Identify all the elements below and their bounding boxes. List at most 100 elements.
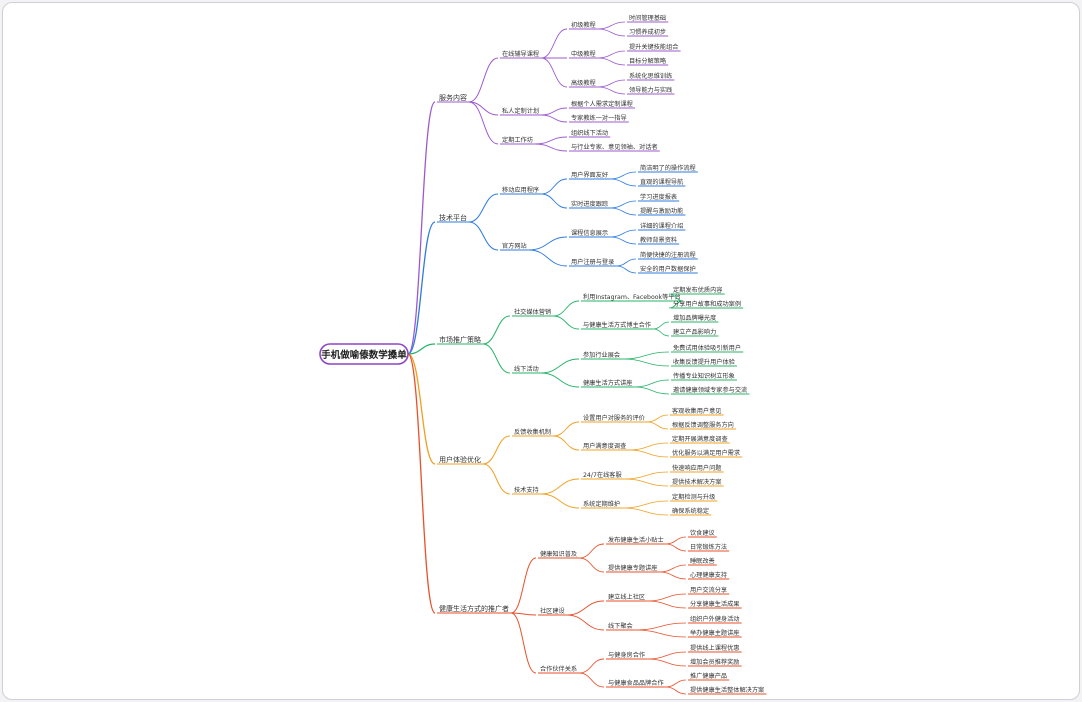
branch-node[interactable]: 服务内容 bbox=[439, 93, 467, 102]
detail-node[interactable]: 与健身房合作 bbox=[608, 651, 645, 659]
leaf-node[interactable]: 增加品牌曝光度 bbox=[673, 314, 716, 322]
subtopic-node[interactable]: 私人定制计划 bbox=[502, 107, 539, 115]
leaf-node[interactable]: 系统化思维训练 bbox=[629, 72, 672, 80]
subtopic-node[interactable]: 社区建设 bbox=[540, 607, 565, 615]
leaf-node[interactable]: 提升关键技能组合 bbox=[629, 43, 679, 51]
leaf-node[interactable]: 确保系统稳定 bbox=[672, 507, 709, 515]
leaf-node[interactable]: 习惯养成初步 bbox=[629, 28, 666, 36]
detail-connector bbox=[541, 107, 568, 116]
root-node-title[interactable]: 手机做喻傣数学搡单 bbox=[321, 349, 407, 361]
leaf-node[interactable]: 增加会员推荐奖励 bbox=[690, 658, 740, 666]
subtopic-node[interactable]: 在线辅导课程 bbox=[502, 50, 539, 58]
leaf-connector bbox=[646, 414, 669, 423]
leaf-node[interactable]: 日常锻炼方法 bbox=[690, 543, 727, 551]
leaf-node[interactable]: 建立产品影响力 bbox=[673, 328, 716, 336]
detail-connector bbox=[579, 658, 605, 674]
leaf-connector bbox=[622, 358, 670, 367]
leaf-node[interactable]: 组织户外健身活动 bbox=[690, 615, 740, 623]
detail-node[interactable]: 参加行业展会 bbox=[583, 351, 620, 359]
leaf-node[interactable]: 提供技术解决方案 bbox=[672, 478, 722, 486]
leaf-node[interactable]: 快速响应用户问题 bbox=[672, 464, 722, 472]
subtopic-connector bbox=[510, 612, 537, 674]
detail-node[interactable]: 初级教程 bbox=[571, 21, 596, 29]
leaf-node[interactable]: 定期发布优质内容 bbox=[673, 286, 723, 294]
leaf-node[interactable]: 分享用户故事和成功案例 bbox=[673, 300, 741, 308]
detail-node[interactable]: 与健康食品品牌合作 bbox=[608, 679, 664, 687]
leaf-node[interactable]: 领导能力与实践 bbox=[629, 86, 672, 94]
leaf-node[interactable]: 定期开展满意度调查 bbox=[672, 435, 728, 443]
leaf-node[interactable]: 收集反馈提升用户体验 bbox=[673, 358, 736, 366]
leaf-node[interactable]: 详细的课程介绍 bbox=[640, 222, 683, 230]
leaf-node[interactable]: 简便快捷的注册流程 bbox=[640, 251, 696, 259]
subtopic-node[interactable]: 社交媒体营销 bbox=[514, 308, 551, 316]
leaf-node[interactable]: 心理健康支持 bbox=[690, 571, 727, 579]
root-node-box[interactable] bbox=[319, 343, 409, 365]
detail-node[interactable]: 24/7在线客服 bbox=[583, 471, 622, 479]
subtopic-node[interactable]: 反馈收集机制 bbox=[514, 428, 551, 436]
leaf-connector bbox=[653, 321, 670, 330]
leaf-node[interactable]: 用户交流分享 bbox=[690, 586, 727, 594]
detail-node[interactable]: 中级教程 bbox=[571, 50, 596, 58]
leaf-node[interactable]: 简洁明了的操作流程 bbox=[640, 164, 696, 172]
leaf-node[interactable]: 目标分解策略 bbox=[629, 57, 667, 65]
detail-node[interactable]: 实时进度跟踪 bbox=[571, 200, 608, 208]
detail-connector bbox=[553, 421, 580, 437]
detail-node[interactable]: 发布健康生活小贴士 bbox=[608, 536, 664, 544]
leaf-node[interactable]: 传播专业知识树立形象 bbox=[673, 372, 735, 380]
subtopic-node[interactable]: 定期工作坊 bbox=[502, 136, 533, 144]
leaf-connector bbox=[659, 571, 687, 580]
subtopic-node[interactable]: 官方网站 bbox=[502, 242, 527, 250]
leaf-node[interactable]: 客观收集用户意见 bbox=[672, 407, 722, 415]
detail-node[interactable]: 专家教练一对一指导 bbox=[571, 114, 627, 122]
leaf-connector bbox=[634, 379, 670, 388]
detail-node[interactable]: 用户满意度调查 bbox=[583, 442, 626, 450]
leaf-node[interactable]: 邀请健康领域专家参与交流 bbox=[673, 386, 747, 394]
leaf-node[interactable]: 安全的用户数据保护 bbox=[640, 265, 696, 273]
leaf-node[interactable]: 推广健康产品 bbox=[690, 672, 727, 680]
detail-node[interactable]: 根据个人需求定制课程 bbox=[571, 100, 633, 108]
detail-node[interactable]: 健康生活方式讲座 bbox=[583, 379, 633, 387]
detail-node[interactable]: 建立线上社区 bbox=[608, 593, 645, 601]
branch-node[interactable]: 市场推广策略 bbox=[439, 335, 481, 344]
detail-node[interactable]: 用户界面友好 bbox=[571, 171, 608, 179]
leaf-node[interactable]: 举办健康主题讲座 bbox=[690, 629, 740, 637]
leaf-node[interactable]: 免费试用体验吸引新用户 bbox=[673, 344, 741, 352]
branch-connector bbox=[407, 343, 436, 355]
detail-node[interactable]: 利用Instagram、Facebook等平台 bbox=[583, 293, 681, 301]
leaf-node[interactable]: 直观的课程导航 bbox=[640, 178, 683, 186]
subtopic-node[interactable]: 移动应用程序 bbox=[502, 186, 539, 194]
leaf-node[interactable]: 提供健康生活整体解决方案 bbox=[690, 686, 765, 694]
subtopic-node[interactable]: 技术支持 bbox=[514, 486, 539, 494]
detail-node[interactable]: 与健康生活方式博主合作 bbox=[583, 321, 651, 329]
subtopic-connector bbox=[482, 463, 511, 495]
leaf-node[interactable]: 分享健康生活成果 bbox=[690, 600, 740, 608]
branch-node[interactable]: 用户体验优化 bbox=[439, 455, 481, 464]
leaf-node[interactable]: 提醒与激励功能 bbox=[640, 207, 683, 215]
detail-node[interactable]: 用户注册与登录 bbox=[571, 258, 614, 266]
leaf-node[interactable]: 时间管理基础 bbox=[629, 14, 666, 22]
subtopic-node[interactable]: 健康知识普及 bbox=[540, 550, 577, 558]
subtopic-node[interactable]: 合作伙伴关系 bbox=[540, 665, 577, 673]
leaf-node[interactable]: 睡眠改善 bbox=[690, 557, 715, 565]
detail-node[interactable]: 设置用户对服务的评价 bbox=[583, 414, 645, 422]
leaf-node[interactable]: 饮食建议 bbox=[690, 529, 716, 537]
detail-node[interactable]: 线下聚会 bbox=[608, 622, 633, 630]
detail-connector bbox=[566, 600, 605, 616]
detail-node[interactable]: 提供健康专题讲座 bbox=[608, 564, 658, 572]
leaf-connector bbox=[647, 658, 687, 667]
subtopic-node[interactable]: 线下活动 bbox=[514, 365, 539, 373]
detail-node[interactable]: 组织线下活动 bbox=[571, 129, 608, 137]
detail-node[interactable]: 高级教程 bbox=[571, 79, 596, 87]
detail-node[interactable]: 与行业专家、意见领袖、对话者 bbox=[571, 143, 658, 151]
leaf-node[interactable]: 优化服务以满足用户需求 bbox=[672, 449, 740, 457]
leaf-node[interactable]: 教师背景资料 bbox=[640, 236, 677, 244]
branch-node[interactable]: 健康生活方式的推广者 bbox=[439, 604, 509, 613]
branch-node[interactable]: 技术平台 bbox=[439, 213, 467, 222]
leaf-connector bbox=[622, 351, 670, 360]
leaf-node[interactable]: 学习进度报表 bbox=[640, 193, 677, 201]
detail-node[interactable]: 课程信息展示 bbox=[571, 229, 608, 237]
leaf-node[interactable]: 根据反馈调整服务方向 bbox=[672, 421, 734, 429]
leaf-node[interactable]: 提供线上课程优惠 bbox=[690, 644, 740, 652]
leaf-node[interactable]: 定期检测与升级 bbox=[672, 493, 715, 501]
detail-node[interactable]: 系统定期维护 bbox=[583, 500, 620, 508]
